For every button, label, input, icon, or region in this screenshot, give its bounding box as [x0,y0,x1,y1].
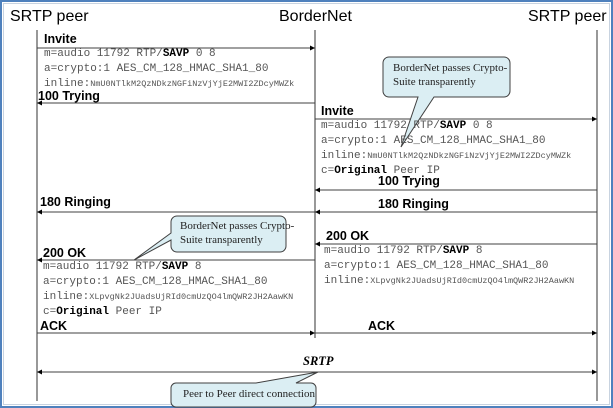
sdp-c-line: c=Original Peer IP [43,306,162,318]
callout-top-line1: BorderNet passes Crypto- [393,62,508,74]
sdp-invite-1: m=audio 11792 RTP/SAVP 0 8 a=crypto:1 AE… [44,47,294,92]
sdp-m-line: m=audio 11792 RTP/SAVP 8 [43,261,202,273]
label-trying-1: 100 Trying [38,89,100,103]
label-ack-1: ACK [40,319,68,333]
actor-left-srtp-peer: SRTP peer [10,8,89,25]
sdp-inline-line: inline:NmU0NTlkM2QzNDkzNGFiNzVjYjE2MWI2Z… [321,150,572,162]
label-invite-2: Invite [321,104,354,118]
callout-bottom-shape [170,371,319,408]
sdp-ok-1: m=audio 11792 RTP/SAVP 8 a=crypto:1 AES_… [43,260,293,320]
label-ack-2: ACK [368,319,396,333]
sdp-inline-line: inline:XLpvgNk2JUadsUjRId0cmUzQO4lmQWR2J… [324,275,575,287]
callout-middle-text: BorderNet passes Crypto- Suite transpare… [180,219,294,247]
callout-middle-line2: Suite transparently [180,234,263,246]
sdp-inline-line: inline:XLpvgNk2JUadsUjRId0cmUzQO4lmQWR2J… [43,291,294,303]
label-trying-2: 100 Trying [378,174,440,188]
sdp-c-line: c=Original Peer IP [321,165,440,177]
label-ringing-1: 180 Ringing [40,195,111,209]
callout-top-line2: Suite transparently [393,76,476,88]
callout-middle-line1: BorderNet passes Crypto- [180,220,295,232]
sdp-a-line: a=crypto:1 AES_CM_128_HMAC_SHA1_80 [44,63,269,75]
sdp-ok-2: m=audio 11792 RTP/SAVP 8 a=crypto:1 AES_… [324,244,574,289]
sdp-m-line: m=audio 11792 RTP/SAVP 8 [324,245,483,257]
sdp-a-line: a=crypto:1 AES_CM_128_HMAC_SHA1_80 [43,276,268,288]
label-srtp: SRTP [303,354,334,368]
sdp-a-line: a=crypto:1 AES_CM_128_HMAC_SHA1_80 [321,135,546,147]
sdp-m-line: m=audio 11792 RTP/SAVP 0 8 [44,48,216,60]
sdp-invite-2: m=audio 11792 RTP/SAVP 0 8 a=crypto:1 AE… [321,119,571,179]
sdp-m-line: m=audio 11792 RTP/SAVP 0 8 [321,120,493,132]
callout-top-text: BorderNet passes Crypto- Suite transpare… [393,61,507,89]
sdp-a-line: a=crypto:1 AES_CM_128_HMAC_SHA1_80 [324,260,549,272]
callout-middle-shape [133,215,287,261]
actor-right-srtp-peer: SRTP peer [528,8,607,25]
label-ok-1: 200 OK [43,246,87,260]
label-ok-2: 200 OK [326,229,370,243]
callout-top-shape [382,56,511,148]
actor-bordernet: BorderNet [279,8,352,25]
callout-bottom-text: Peer to Peer direct connection [183,387,315,401]
callout-bottom-line1: Peer to Peer direct connection [183,388,315,400]
label-invite-1: Invite [44,32,77,46]
label-ringing-2: 180 Ringing [378,197,449,211]
sdp-inline-line: inline:NmU0NTlkM2QzNDkzNGFiNzVjYjE2MWI2Z… [44,78,295,90]
